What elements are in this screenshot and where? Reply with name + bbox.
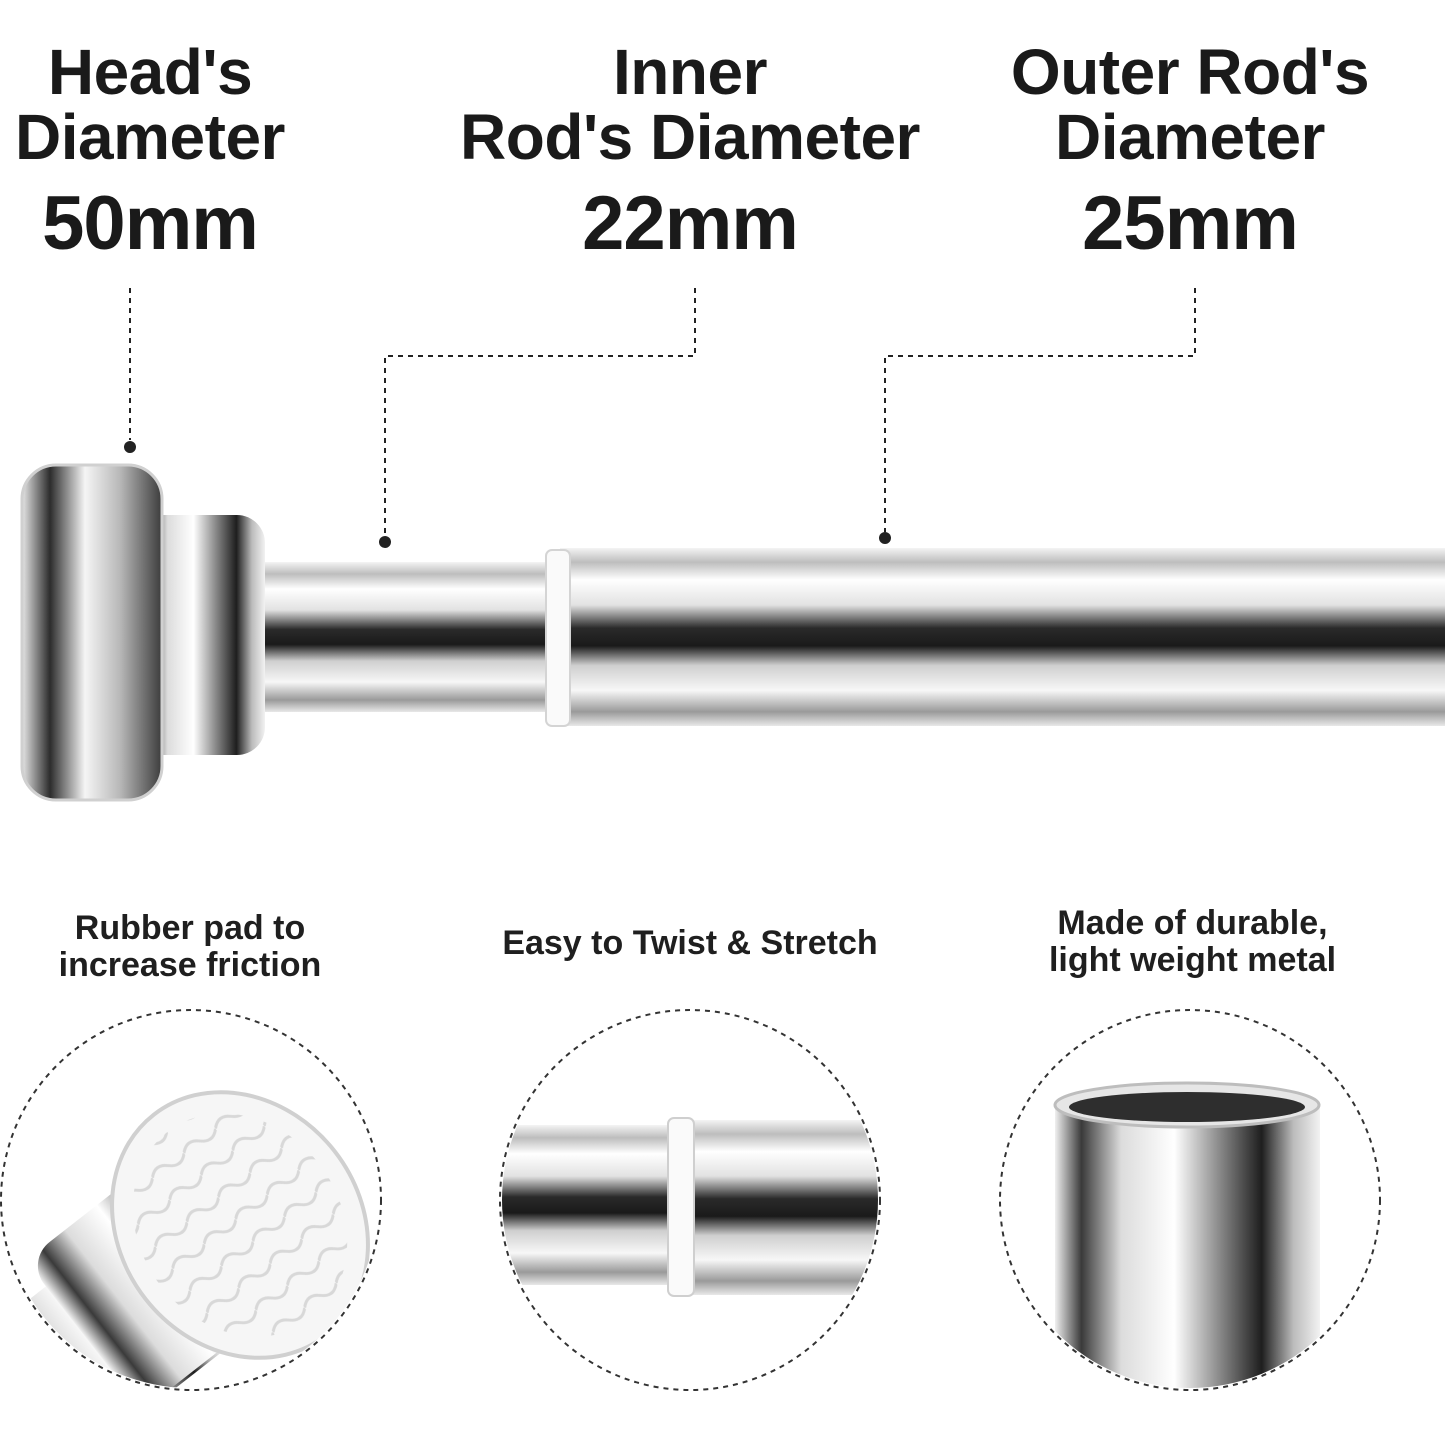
joint-collar <box>545 549 571 727</box>
feature-caption-rubber-pad: Rubber pad to increase friction <box>58 909 322 984</box>
inner-leader-line <box>384 288 696 535</box>
feature-caption-metal: Made of durable, light weight metal <box>1048 904 1337 979</box>
inner-rod <box>240 562 560 712</box>
inner-rod-diameter-callout: Inner Rod's Diameter 22mm <box>420 36 960 266</box>
head-step <box>135 515 265 755</box>
outer-rod-diameter-title: Outer Rod's Diameter <box>1010 36 1370 174</box>
leader-lines <box>129 288 1196 535</box>
rubber-pad-detail <box>0 1009 382 1391</box>
metal-tube-detail <box>999 1009 1381 1391</box>
head-leader-dot <box>124 441 136 453</box>
outer-leader-dot <box>879 532 891 544</box>
outer-rod <box>560 548 1445 726</box>
feature-caption-twist-stretch: Easy to Twist & Stretch <box>502 924 878 962</box>
outer-rod-diameter-callout: Outer Rod's Diameter 25mm <box>985 36 1395 266</box>
head-diameter-callout: Head's Diameter 50mm <box>0 36 300 266</box>
head-cap <box>22 465 162 800</box>
twist-joint-detail <box>499 1009 881 1391</box>
inner-rod-diameter-title: Inner Rod's Diameter <box>460 36 920 174</box>
outer-rod-diameter-value: 25mm <box>1082 180 1299 266</box>
head-diameter-title: Head's Diameter <box>15 36 285 174</box>
head-cap-rim <box>20 463 164 802</box>
inner-rod-diameter-value: 22mm <box>582 180 799 266</box>
outer-leader-line <box>884 288 1196 532</box>
head-diameter-value: 50mm <box>42 180 259 266</box>
inner-leader-dot <box>379 536 391 548</box>
